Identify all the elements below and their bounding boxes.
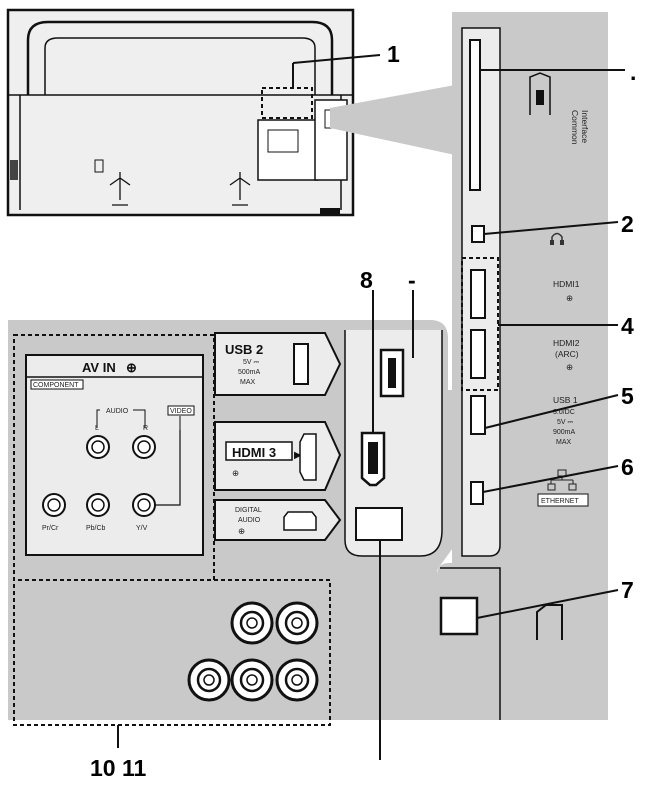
tv-rear-thumbnail [6, 8, 355, 217]
zoom-projection [330, 85, 455, 155]
av-in-label: AV IN [82, 360, 116, 375]
tv-back-outline [6, 8, 355, 217]
usb1-spec-3: 900mA [553, 429, 576, 436]
ethernet-port [470, 481, 484, 505]
digital-audio-port [355, 507, 403, 541]
audio-r-jack [132, 435, 156, 459]
usb2-port [293, 343, 309, 385]
callout-5: 5 [621, 383, 634, 409]
audio-label: AUDIO [106, 408, 129, 415]
side-terminal-panel: Common Interface HDMI1 ⊕ HDMI2 (ARC) ⊕ U… [437, 12, 608, 720]
usb2-spec-1: 5V ⎓ [243, 359, 260, 366]
common-interface-slot [469, 39, 481, 191]
tv-terminal-area [257, 87, 348, 181]
hdmi2-arc-label: (ARC) [555, 349, 579, 359]
pb-cb-label: Pb/Cb [86, 525, 106, 532]
usb1-label: USB 1 [553, 395, 578, 405]
common-interface-label-2: Interface [580, 110, 590, 143]
audio-r-label: R [143, 425, 148, 432]
usb1-spec-1: 3.0/DC [553, 409, 575, 416]
antenna-section-divider [440, 567, 501, 720]
callout-8: 8 [360, 267, 373, 293]
pr-cr-label: Pr/Cr [42, 525, 59, 532]
audio-l-jack [86, 435, 110, 459]
usb2-label: USB 2 [225, 342, 263, 357]
tv-stand-feet [109, 172, 251, 206]
callout-dot: . [630, 59, 636, 85]
usb1-spec-4: MAX [556, 439, 572, 446]
hdmi3-port-ghost [299, 433, 317, 481]
headphone-jack [471, 225, 485, 243]
hdmi2-port [470, 329, 486, 379]
antenna-terminal [439, 596, 479, 636]
hdmi3-label-box [225, 441, 293, 461]
callout-1: 1 [387, 41, 400, 67]
hdmi1-input-icon: ⊕ [566, 293, 573, 303]
usb2-spec-2: 500mA [238, 369, 261, 376]
hdmi2-label: HDMI2 [553, 338, 580, 348]
usb1-port [470, 395, 486, 435]
tv-side-button [10, 160, 18, 180]
headphone-icon [550, 232, 564, 245]
common-interface-label-1: Common [570, 110, 580, 145]
ethernet-label-box [537, 493, 589, 507]
usb2-spec-3: MAX [240, 379, 256, 386]
tv-stand-handle [26, 20, 334, 95]
callout-2: 2 [621, 211, 634, 237]
callout-7: 7 [621, 577, 634, 603]
common-interface-card-icon [529, 72, 551, 115]
callout-4: 4 [621, 313, 634, 339]
side-inset-strip [344, 330, 443, 557]
video-label-box [167, 405, 195, 416]
rca-jack-cluster [187, 601, 319, 702]
hdmi3-label: HDMI 3 [232, 445, 276, 460]
audio-l-label: L [95, 425, 99, 432]
digital-audio-label-2: AUDIO [238, 517, 261, 524]
tv-small-port [94, 159, 104, 173]
leader-6 [482, 465, 619, 493]
callout-6: 6 [621, 454, 634, 480]
pb-cb-jack [86, 493, 110, 517]
digital-audio-label-panel [214, 499, 342, 541]
audio-bracket [96, 409, 146, 428]
usb1-spec-2: 5V ⎓ [557, 419, 574, 426]
leader-7 [476, 589, 619, 619]
digital-audio-output-icon: ⊕ [238, 526, 245, 536]
callout-10-11: 10 11 [90, 755, 146, 781]
callout-dash: - [408, 267, 416, 293]
ethernet-network-icon [547, 469, 577, 491]
rear-terminal-panel: USB 2 5V ⎓ 500mA MAX HDMI 3 ▶ ⊕ DIGITAL … [8, 320, 455, 726]
pr-cr-jack [42, 493, 66, 517]
tv-handle-inner [44, 37, 316, 95]
tv-foot-pad [320, 208, 340, 216]
digital-audio-port-ghost [283, 511, 317, 531]
leader-5 [484, 394, 619, 429]
av-in-dashed-outline [13, 334, 215, 581]
hdmi3-input-icon: ⊕ [232, 468, 239, 478]
leader-1b [292, 54, 381, 64]
video-connector-line [155, 430, 181, 506]
hdmi1-label: HDMI1 [553, 279, 580, 289]
hdmi2-input-icon: ⊕ [566, 362, 573, 372]
leader-2 [483, 221, 619, 235]
ethernet-label: ETHERNET [541, 498, 579, 505]
leader-lines [117, 54, 625, 760]
y-v-label: Y/V [136, 525, 148, 532]
digital-audio-label-1: DIGITAL [235, 507, 262, 514]
component-label-box [30, 379, 84, 390]
hdmi1-port [470, 269, 486, 319]
hdmi3-port-inner [368, 442, 378, 474]
usb3-side-port-inner [388, 358, 396, 388]
av-in-input-icon: ⊕ [126, 360, 137, 375]
av-jacks [42, 435, 156, 517]
video-label: VIDEO [170, 408, 192, 415]
rca-group-dashed-outline [13, 579, 331, 726]
component-label: COMPONENT [33, 382, 79, 389]
y-v-jack [132, 493, 156, 517]
hdmi3-arrow-icon: ▶ [294, 450, 302, 461]
